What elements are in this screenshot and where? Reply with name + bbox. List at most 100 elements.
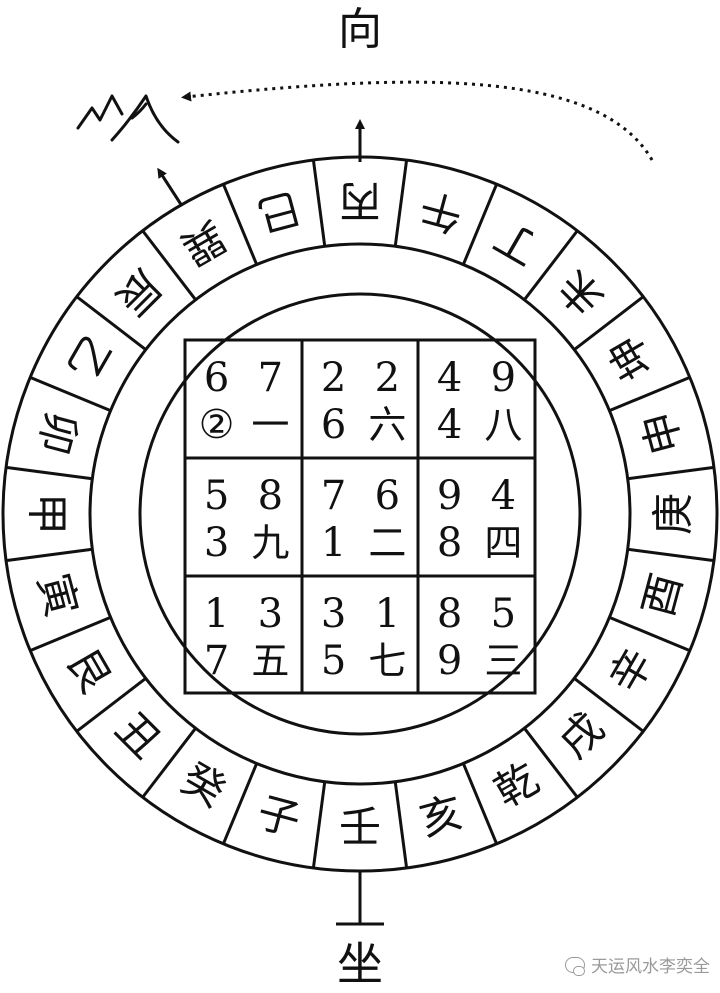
- grid-tr-number: 9: [491, 355, 516, 401]
- grid-tl-number: 1: [204, 591, 229, 637]
- mountain-label: 乾: [486, 753, 547, 816]
- mountain-label: 辛: [599, 640, 662, 701]
- outer-ring: [1, 155, 719, 873]
- mountain-divider: [75, 677, 147, 733]
- wechat-icon: [565, 956, 585, 976]
- mountain-label: 卯: [29, 406, 87, 459]
- grid-bl-number: 5: [321, 638, 346, 684]
- mountain-divider: [627, 547, 715, 563]
- mountain-label: 癸: [173, 753, 234, 816]
- mountain-label: 戌: [549, 703, 613, 767]
- mountain-divider: [523, 229, 579, 301]
- mountain-divider: [627, 465, 715, 481]
- mountain-divider: [221, 183, 259, 266]
- mountain-divider: [311, 159, 327, 247]
- grid-tl-number: 8: [437, 591, 462, 637]
- mountain-dividers: [5, 159, 715, 869]
- mountain-divider: [29, 615, 112, 653]
- mountain-label: 午: [414, 183, 467, 241]
- mountain-label: 申: [633, 406, 691, 459]
- grid-bl-number: 6: [321, 402, 346, 448]
- inner-ring: [138, 292, 582, 736]
- sitting-marker: [336, 872, 384, 926]
- mountain-divider: [608, 375, 691, 413]
- mountain-divider: [393, 159, 409, 247]
- watermark-text: 天运风水李奕全: [591, 957, 710, 977]
- grid-br-number: 三: [484, 639, 522, 683]
- grid-tl-number: 6: [204, 355, 229, 401]
- facing-label: 向: [338, 4, 382, 55]
- mountain-divider: [573, 295, 645, 351]
- grid-tl-number: 9: [437, 473, 462, 519]
- mountain-icon: [76, 94, 180, 144]
- grid-bl-number: ②: [199, 402, 235, 448]
- grid-tr-number: 7: [258, 355, 283, 401]
- flying-star-grid: [183, 338, 537, 695]
- grid-br-number: 四: [484, 521, 522, 565]
- grid-br-number: 二: [368, 521, 406, 565]
- grid-bl-number: 7: [204, 638, 229, 684]
- grid-tl-number: 2: [321, 355, 346, 401]
- mountain-divider: [221, 762, 259, 845]
- grid-br-number: 八: [484, 403, 522, 447]
- mountain-label: 亥: [414, 787, 467, 845]
- mountain-divider: [141, 229, 197, 301]
- grid-bl-number: 8: [437, 520, 462, 566]
- grid-tr-number: 6: [375, 473, 400, 519]
- mountain-divider: [461, 183, 499, 266]
- grid-tr-number: 2: [375, 355, 400, 401]
- mountain-label: 丑: [106, 703, 170, 767]
- mountain-label: 未: [549, 260, 613, 324]
- mountain-divider: [141, 727, 197, 799]
- mountain-divider: [29, 375, 112, 413]
- mountain-label: 乙: [57, 327, 120, 388]
- mountain-arrow: [157, 167, 184, 207]
- mountain-divider: [523, 727, 579, 799]
- grid-br-number: 九: [251, 521, 289, 565]
- middle-ring: [88, 242, 632, 786]
- mountain-label: 巳: [252, 183, 305, 241]
- mountain-label: 壬: [339, 803, 381, 852]
- mountain-label: 丙: [339, 177, 381, 226]
- mountain-divider: [393, 781, 409, 869]
- grid-tl-number: 4: [437, 355, 462, 401]
- grid-br-number: 六: [368, 403, 406, 447]
- grid-tl-number: 3: [321, 591, 346, 637]
- mountain-label: 巽: [173, 211, 234, 274]
- grid-bl-number: 4: [437, 402, 462, 448]
- sitting-label: 坐: [337, 937, 383, 991]
- mountain-label: 辰: [106, 260, 170, 324]
- mountain-label: 子: [252, 787, 305, 845]
- grid-tr-number: 4: [491, 473, 516, 519]
- mountain-divider: [5, 547, 93, 563]
- grid-tr-number: 3: [258, 591, 283, 637]
- grid-bl-number: 3: [204, 520, 229, 566]
- mountain-label: 坤: [599, 327, 662, 388]
- grid-br-number: 七: [368, 639, 406, 683]
- mountain-label: 酉: [633, 568, 691, 621]
- grid-tr-number: 1: [375, 591, 400, 637]
- grid-tr-number: 8: [258, 473, 283, 519]
- mountain-divider: [461, 762, 499, 845]
- grid-bl-number: 1: [321, 520, 346, 566]
- mountain-label: 艮: [57, 640, 120, 701]
- mountain-divider: [608, 615, 691, 653]
- mountain-label: 甲: [23, 493, 72, 535]
- mountain-label: 庚: [649, 493, 698, 535]
- grid-tr-number: 5: [491, 591, 516, 637]
- mountain-divider: [75, 295, 147, 351]
- grid-tl-number: 5: [204, 473, 229, 519]
- watermark: 天运风水李奕全: [565, 952, 710, 977]
- mountain-divider: [573, 677, 645, 733]
- mountain-label: 寅: [29, 568, 87, 621]
- grid-bl-number: 9: [437, 638, 462, 684]
- mountain-labels: 丙午丁未坤申庚酉辛戌乾亥壬子癸丑艮寅甲卯乙辰巽巳: [23, 177, 698, 852]
- mountain-label: 丁: [486, 211, 547, 274]
- grid-br-number: 五: [251, 639, 289, 683]
- dotted-arrow: [181, 80, 654, 161]
- grid-tl-number: 7: [321, 473, 346, 519]
- grid-br-number: 一: [251, 403, 289, 447]
- mountain-divider: [5, 465, 93, 481]
